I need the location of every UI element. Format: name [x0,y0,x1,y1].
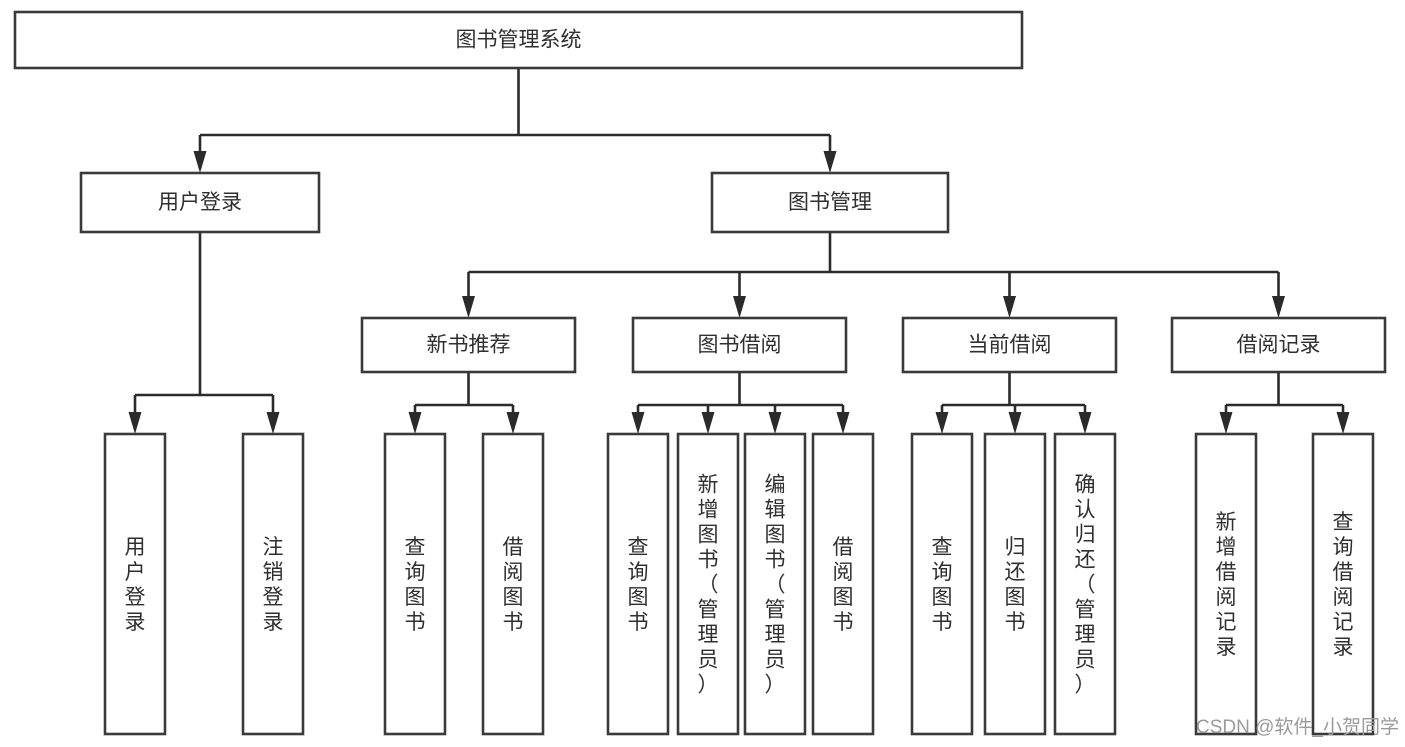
node-user-login[interactable]: 用户登录 [79,171,321,234]
arrow-head-icon [768,412,782,434]
arrow-head-icon [1219,412,1233,434]
node-label: 用户登录 [125,536,146,634]
connector-layer [128,68,1350,434]
node-book-borrow[interactable]: 图书借阅 [631,316,848,374]
node-label: 图书借阅 [698,334,782,357]
node-box[interactable] [79,171,321,234]
node-label: 确认归还（管理员） [1075,474,1096,697]
node-leaf-user-logout[interactable]: 注销登录 [241,432,305,736]
arrow-head-icon [193,151,207,173]
node-label: 查询借阅记录 [1333,511,1354,659]
arrow-head-icon [631,412,645,434]
node-layer: 图书管理系统用户登录图书管理新书推荐图书借阅当前借阅借阅记录用户登录注销登录查询… [13,10,1387,736]
edge-group-user-login [128,232,280,434]
node-current-borrow[interactable]: 当前借阅 [901,316,1118,374]
node-box[interactable] [1170,316,1387,374]
node-root[interactable]: 图书管理系统 [13,10,1024,70]
node-leaf-query-book-cur[interactable]: 查询图书 [910,432,974,736]
node-box[interactable] [1053,432,1117,736]
edge-group-book-borrow [631,372,850,434]
node-box[interactable] [103,432,167,736]
arrow-head-icon [1272,296,1285,318]
arrow-head-icon [701,412,715,434]
edge-group-borrow-record [1219,372,1350,434]
node-leaf-borrow-book[interactable]: 借阅图书 [811,432,875,736]
node-leaf-add-book[interactable]: 新增图书（管理员） [676,432,740,736]
arrow-head-icon [462,296,475,318]
node-box[interactable] [676,432,740,736]
node-label: 借阅记录 [1237,334,1321,357]
node-box[interactable] [383,432,447,736]
edge-group-root [193,68,837,173]
edge-group-book-manage [462,232,1285,318]
node-label: 归还图书 [1005,536,1026,634]
node-leaf-add-record[interactable]: 新增借阅记录 [1194,432,1258,736]
node-box[interactable] [901,316,1118,374]
node-box[interactable] [1311,432,1375,736]
node-leaf-confirm-return[interactable]: 确认归还（管理员） [1053,432,1117,736]
node-box[interactable] [910,432,974,736]
node-leaf-borrow-book-rec[interactable]: 借阅图书 [481,432,545,736]
arrow-head-icon [128,412,142,434]
node-leaf-return-book[interactable]: 归还图书 [983,432,1047,736]
node-box[interactable] [606,432,670,736]
node-label: 查询图书 [405,536,426,634]
arrow-head-icon [1008,412,1022,434]
node-box[interactable] [13,10,1024,70]
node-label: 查询图书 [932,536,953,634]
arrow-head-icon [1003,296,1016,318]
node-label: 当前借阅 [968,334,1052,357]
node-box[interactable] [241,432,305,736]
node-box[interactable] [983,432,1047,736]
node-box[interactable] [710,171,950,234]
arrow-head-icon [1078,412,1092,434]
node-leaf-query-book-rec[interactable]: 查询图书 [383,432,447,736]
node-label: 新书推荐 [427,334,511,357]
node-leaf-user-login[interactable]: 用户登录 [103,432,167,736]
node-book-manage[interactable]: 图书管理 [710,171,950,234]
node-box[interactable] [1194,432,1258,736]
node-leaf-edit-book[interactable]: 编辑图书（管理员） [743,432,807,736]
node-label: 借阅图书 [833,536,854,634]
node-label: 注销登录 [263,536,284,634]
node-box[interactable] [360,316,577,374]
node-label: 新增图书（管理员） [698,474,719,697]
arrow-head-icon [935,412,949,434]
node-borrow-record[interactable]: 借阅记录 [1170,316,1387,374]
node-label: 查询图书 [628,536,649,634]
node-box[interactable] [743,432,807,736]
node-box[interactable] [811,432,875,736]
arrow-head-icon [408,412,422,434]
node-leaf-query-record[interactable]: 查询借阅记录 [1311,432,1375,736]
node-box[interactable] [481,432,545,736]
node-label: 图书管理系统 [456,29,582,52]
node-label: 图书管理 [788,191,872,214]
arrow-head-icon [266,412,280,434]
node-label: 用户登录 [158,191,242,214]
node-box[interactable] [631,316,848,374]
node-new-book-rec[interactable]: 新书推荐 [360,316,577,374]
node-leaf-query-book-borrow[interactable]: 查询图书 [606,432,670,736]
arrow-head-icon [733,296,746,318]
node-label: 借阅图书 [503,536,524,634]
arrow-head-icon [823,151,837,173]
arrow-head-icon [1336,412,1350,434]
edge-group-current-borrow [935,372,1092,434]
node-label: 新增借阅记录 [1216,511,1237,659]
edge-group-new-book-rec [408,372,520,434]
arrow-head-icon [836,412,850,434]
arrow-head-icon [506,412,520,434]
csdn-watermark: CSDN @软件_小贺同学 [1196,716,1399,738]
node-label: 编辑图书（管理员） [765,474,786,697]
